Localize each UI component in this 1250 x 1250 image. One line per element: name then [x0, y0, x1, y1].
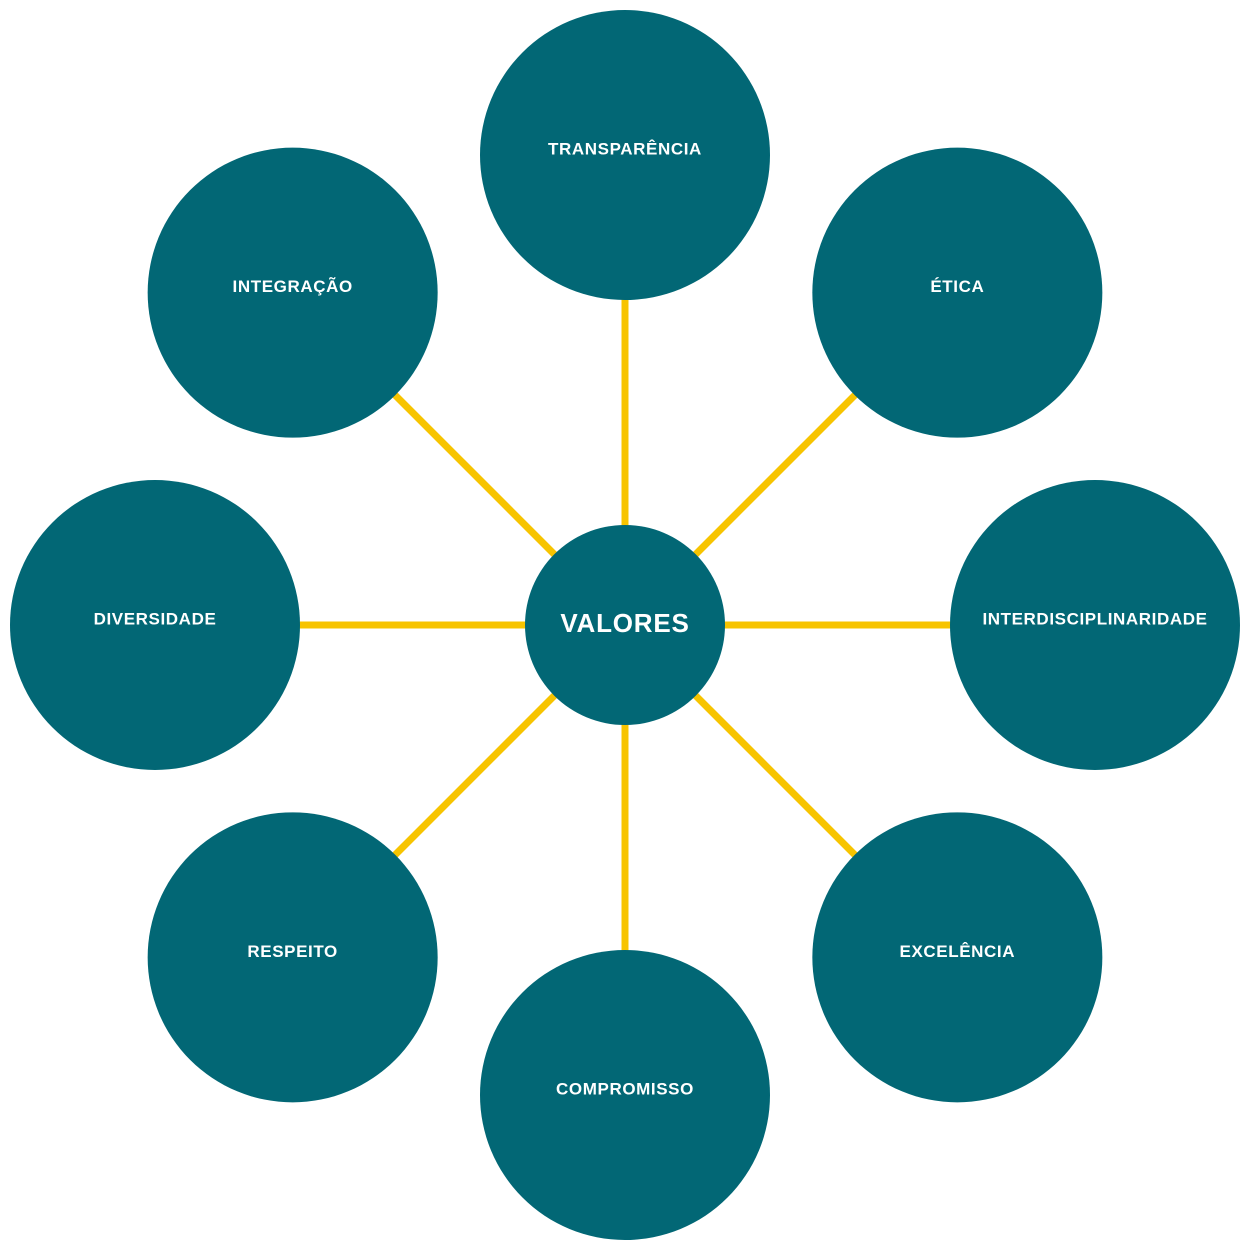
value-node-circle [812, 812, 1103, 1103]
connector-line [690, 690, 861, 861]
connector-lines [296, 296, 954, 954]
value-node-circle [147, 147, 438, 438]
value-node-circle [10, 480, 300, 770]
value-node-circle [480, 950, 770, 1240]
value-nodes: TRANSPARÊNCIA ÉTICA INTERDISCIPLINARIDADE E… [10, 10, 1240, 1240]
value-node-label: INTERDISCIPLINARIDADE [982, 610, 1207, 629]
value-node-label: DIVERSIDADE [94, 610, 217, 629]
value-node: INTERDISCIPLINARIDADE [950, 480, 1240, 770]
value-node-label: ÉTICA [930, 277, 984, 296]
value-node-circle [480, 10, 770, 300]
connector-line [690, 389, 861, 560]
value-node-circle [147, 812, 438, 1103]
value-node-circle [812, 147, 1103, 438]
value-node-label: INTEGRAÇÃO [233, 276, 353, 296]
center-label: VALORES [560, 608, 689, 638]
connector-line [389, 389, 560, 560]
value-node: INTEGRAÇÃO [147, 147, 438, 438]
value-node-label: TRANSPARÊNCIA [548, 140, 702, 159]
value-node: TRANSPARÊNCIA [480, 10, 770, 300]
value-node-circle [950, 480, 1240, 770]
value-node: COMPROMISSO [480, 950, 770, 1240]
value-node-label: COMPROMISSO [556, 1080, 694, 1099]
center-circle [525, 525, 725, 725]
value-node: ÉTICA [812, 147, 1103, 438]
center-node: VALORES [525, 525, 725, 725]
value-node-label: EXCELÊNCIA [900, 942, 1016, 961]
value-node: DIVERSIDADE [10, 480, 300, 770]
value-node: RESPEITO [147, 812, 438, 1103]
connector-line [389, 690, 560, 861]
value-node-label: RESPEITO [247, 942, 337, 961]
value-node: EXCELÊNCIA [812, 812, 1103, 1103]
